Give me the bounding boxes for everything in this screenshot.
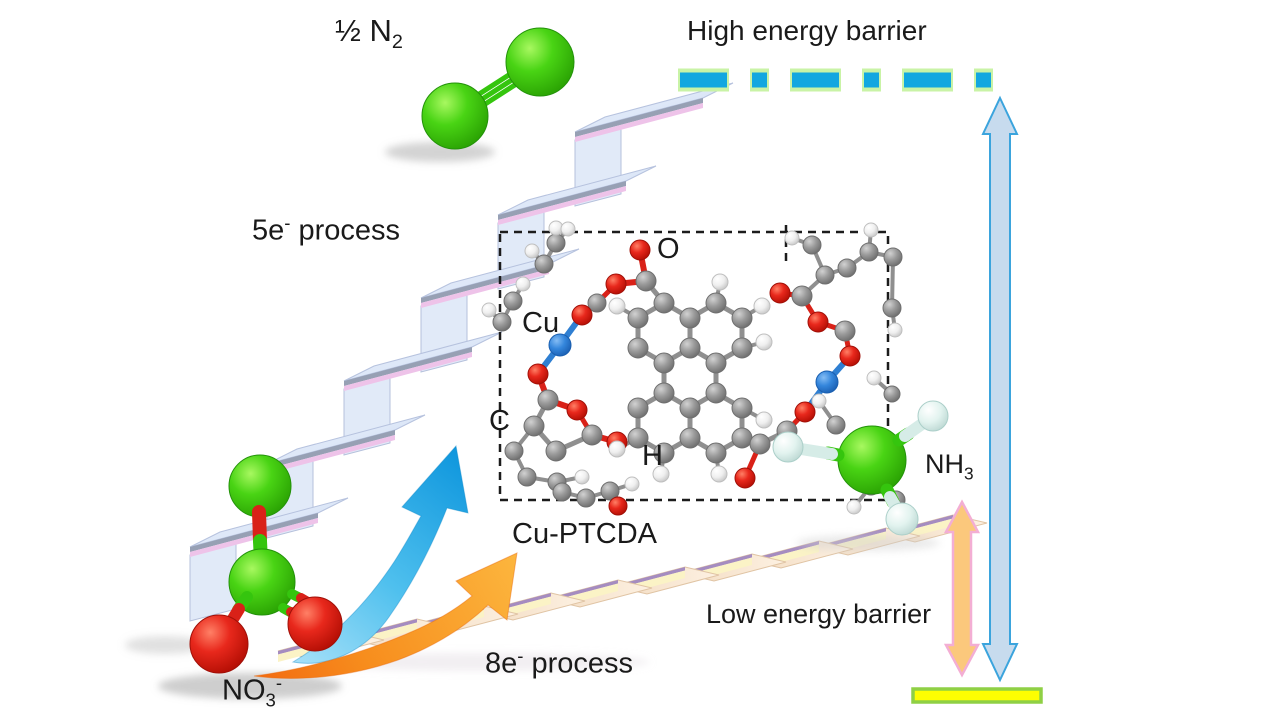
- nh3-molecule: [772, 400, 949, 536]
- label-atom-h: H: [642, 440, 663, 472]
- unit-cell-box: [498, 225, 890, 502]
- label-atom-cu: Cu: [522, 307, 560, 339]
- nh3-shadow: [796, 535, 940, 551]
- label-low-energy-barrier: Low energy barrier: [706, 599, 932, 629]
- n2-molecule: [421, 27, 575, 150]
- orange-double-arrow: [943, 499, 981, 678]
- label-atom-c: C: [489, 405, 510, 437]
- blue-curved-arrow: [291, 444, 469, 664]
- label-cu-ptcda: Cu-PTCDA: [512, 518, 658, 550]
- label-high-energy-barrier: High energy barrier: [687, 15, 927, 46]
- label-no3: NO3-: [222, 672, 283, 711]
- no3-molecule: [189, 454, 343, 674]
- cu-ptcda-structure: [481, 220, 906, 516]
- label-half-n2: ½ N2: [335, 13, 403, 54]
- label-5e-process: 5e- process: [252, 212, 401, 247]
- energy-span-arrows: [943, 95, 1019, 683]
- label-nh3: NH3: [925, 449, 974, 484]
- blue-double-arrow: [981, 95, 1019, 683]
- low-energy-bar: [911, 687, 1043, 704]
- label-8e-process: 8e- process: [485, 645, 634, 680]
- orange-curved-arrow: [253, 552, 518, 679]
- label-atom-o: O: [657, 233, 680, 265]
